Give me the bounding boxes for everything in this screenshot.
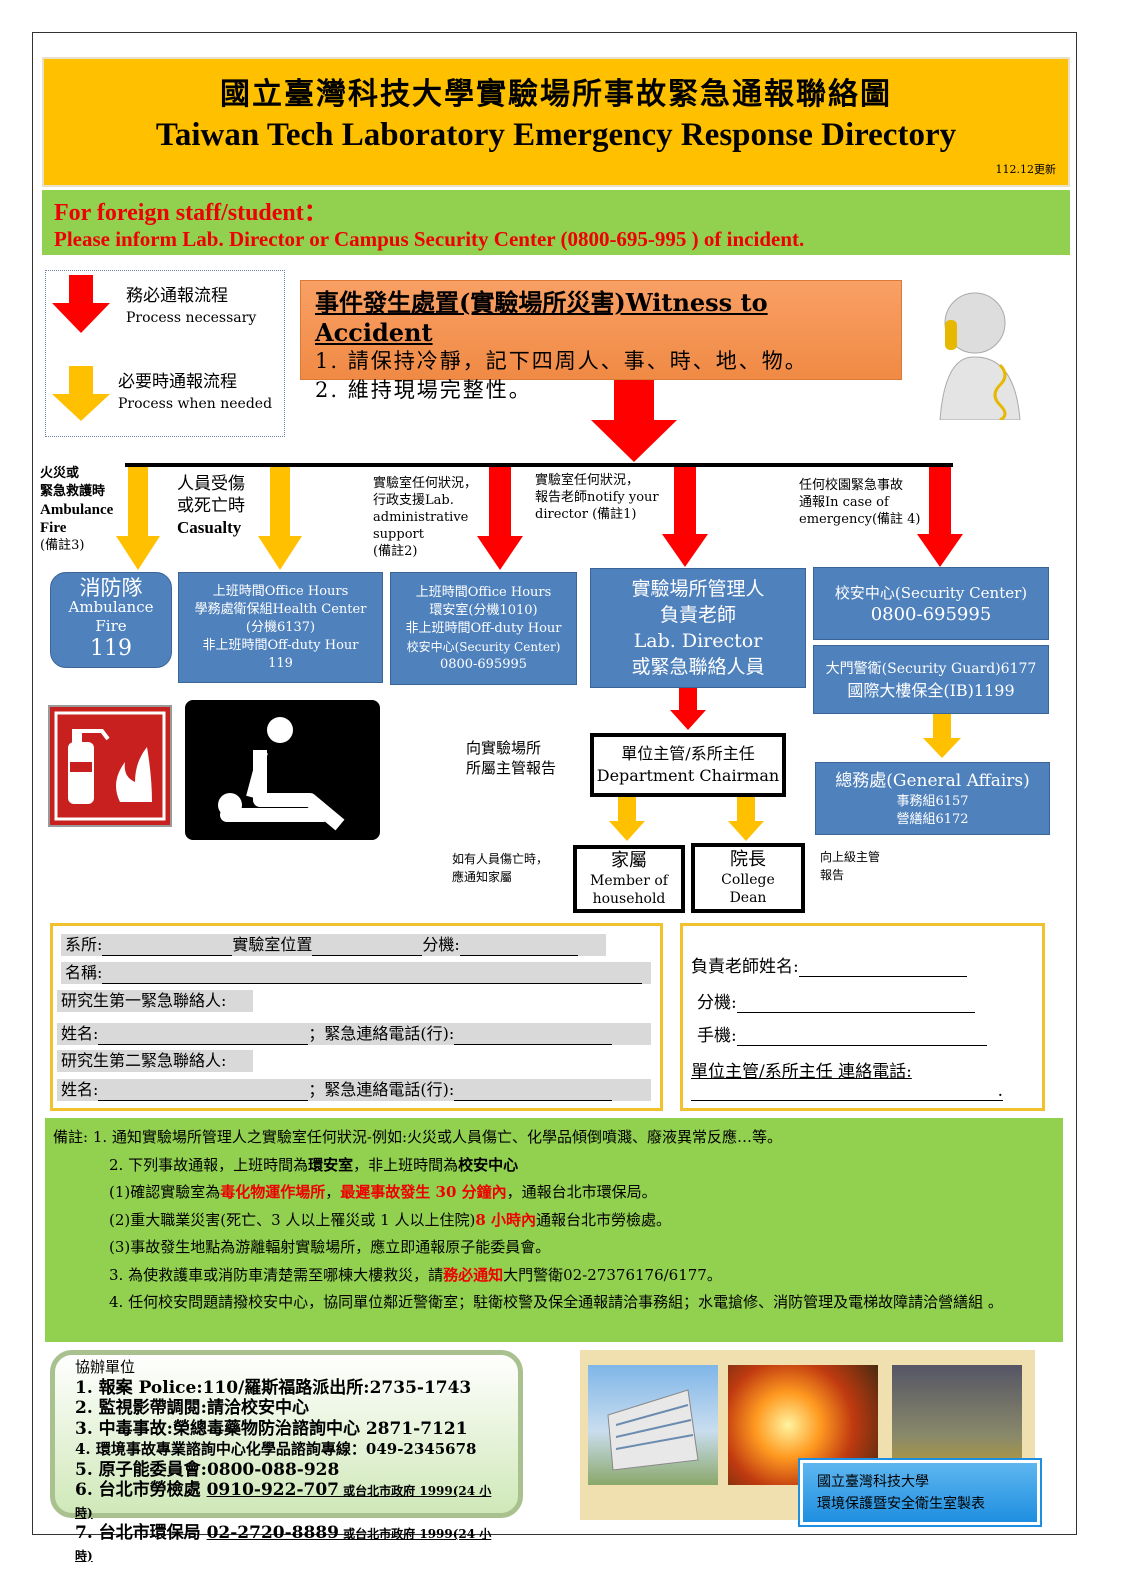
coop-item: 2. 監視影帶調閱:請洽校安中心 xyxy=(75,1398,309,1418)
coop-item: 1. 報案 Police:110/羅斯福路派出所:2735-1743 xyxy=(75,1377,472,1398)
remark-2-1: (1)確認實驗室為毒化物運作場所，最遲事故發生 30 分鐘內，通報台北市環保局。 xyxy=(109,1183,657,1201)
teacher-info-form: 負責老師姓名: 分機: 手機: 單位主管/系所主任 連絡電話: . xyxy=(680,923,1045,1111)
chair-phone-field[interactable]: . xyxy=(691,1081,1003,1101)
name-row: 名稱: xyxy=(61,962,651,984)
cpr-sign-icon xyxy=(185,700,380,840)
lab-info-form: 系所:實驗室位置分機: 名稱: 研究生第一緊急聯絡人: 姓名:；緊急連絡電話(行… xyxy=(50,923,663,1111)
note-report-lab: 向實驗場所所屬主管報告 xyxy=(466,739,557,777)
accident-item: 1. 請保持冷靜，記下四周人、事、時、地、物。 xyxy=(315,349,808,373)
contact2-name-field[interactable] xyxy=(98,1085,309,1101)
teacher-mobile-row: 手機: xyxy=(697,1021,987,1046)
remark-2-3: (3)事故發生地點為游離輻射實驗場所，應立即通報原子能委員會。 xyxy=(109,1238,551,1256)
fire-extinguisher-sign-icon xyxy=(48,705,172,827)
notice-text: Please inform Lab. Director or Campus Se… xyxy=(54,227,805,251)
page-border xyxy=(32,32,1077,1535)
contact1-row: 姓名:；緊急連絡電話(行): xyxy=(57,1023,651,1045)
lab-name-field[interactable] xyxy=(102,968,643,984)
red-arrow-icon xyxy=(662,467,708,567)
teacher-mobile-field[interactable] xyxy=(736,1030,987,1046)
red-arrow-icon xyxy=(670,688,706,730)
coop-item: 5. 原子能委員會:0800-088-928 xyxy=(75,1459,340,1480)
contact1-label: 研究生第一緊急聯絡人: xyxy=(57,990,253,1012)
yellow-arrow-icon xyxy=(728,797,764,841)
coop-item: 6. 台北市勞檢處 0910-922-707 或台北市政府 1999(24 小時… xyxy=(75,1480,492,1520)
remark-2-2: (2)重大職業災害(死亡、3 人以上罹災或 1 人以上住院)8 小時內通報台北市… xyxy=(109,1210,672,1229)
accident-box: 事件發生處置(實驗場所災害)Witness to Accident 1. 請保持… xyxy=(300,280,902,402)
maker-line: 環境保護暨安全衛生室製表 xyxy=(817,1496,985,1512)
phone-person-image xyxy=(920,285,1045,422)
coop-item: 4. 環境事故專業諮詢中心化學品諮詢專線：049-2345678 xyxy=(75,1440,477,1458)
remark-3: 3. 為使救護車或消防車清楚需至哪棟大樓救災，請務必通知大門警衛02-27376… xyxy=(109,1265,722,1284)
ext-field[interactable] xyxy=(459,940,578,956)
security-center-box: 校安中心(Security Center)0800-695995 xyxy=(813,567,1049,640)
remark-4: 4. 任何校安問題請撥校安中心，協同單位鄰近警衛室；駐衛校警及保全通報請洽事務組… xyxy=(109,1293,1003,1311)
dept-field[interactable] xyxy=(102,940,233,956)
updated-date: 112.12更新 xyxy=(995,163,1057,176)
yellow-arrow-icon xyxy=(116,467,160,570)
lab-location-field[interactable] xyxy=(312,940,423,956)
maker-line: 國立臺灣科技大學 xyxy=(817,1474,929,1490)
title-en: Taiwan Tech Laboratory Emergency Respons… xyxy=(155,117,957,153)
title-zh: 國立臺灣科技大學實驗場所事故緊急通報聯絡圖 xyxy=(220,77,892,112)
teacher-ext-row: 分機: xyxy=(697,988,975,1013)
coop-item: 3. 中毒事故:榮總毒藥物防治諮詢中心 2871-7121 xyxy=(75,1418,468,1439)
teacher-row: 負責老師姓名: xyxy=(691,952,967,977)
yellow-arrow-icon xyxy=(609,797,645,841)
teacher-ext-field[interactable] xyxy=(736,997,975,1013)
remarks: 備註: 1. 通知實驗場所管理人之實驗室任何狀況-例如:火災或人員傷亡、化學品傾… xyxy=(45,1118,1063,1342)
yellow-arrow-icon xyxy=(52,366,110,421)
maker-label: 國立臺灣科技大學 環境保護暨安全衛生室製表 xyxy=(800,1460,1040,1525)
red-arrow-icon xyxy=(917,467,963,567)
contact1-name-field[interactable] xyxy=(98,1029,309,1045)
chair-phone-label: 單位主管/系所主任 連絡電話: xyxy=(691,1062,912,1082)
accident-title: 事件發生處置(實驗場所災害)Witness to Accident xyxy=(315,288,768,347)
note-notify-family: 如有人員傷亡時，應通知家屬 xyxy=(452,852,549,884)
campus-building-photo xyxy=(588,1365,718,1485)
distribution-line xyxy=(125,463,953,467)
red-arrow-icon xyxy=(477,467,523,570)
dept-row: 系所:實驗室位置分機: xyxy=(61,934,606,956)
remark-1: 備註: 1. 通知實驗場所管理人之實驗室任何狀況-例如:火災或人員傷亡、化學品傾… xyxy=(53,1128,783,1146)
yellow-arrow-icon xyxy=(923,714,961,758)
contact1-phone-field[interactable] xyxy=(454,1029,613,1045)
notice-title: For foreign staff/student： xyxy=(54,200,328,226)
contact2-phone-field[interactable] xyxy=(454,1085,613,1101)
header: 國立臺灣科技大學實驗場所事故緊急通報聯絡圖 Taiwan Tech Labora… xyxy=(42,57,1070,187)
foreign-notice: For foreign staff/student： Please inform… xyxy=(42,190,1070,255)
red-arrow-icon xyxy=(52,275,110,333)
teacher-name-field[interactable] xyxy=(798,961,967,977)
yellow-arrow-icon xyxy=(258,467,302,570)
coop-title: 協辦單位 xyxy=(75,1358,136,1376)
contact2-row: 姓名:；緊急連絡電話(行): xyxy=(57,1079,651,1101)
accident-item: 2. 維持現場完整性。 xyxy=(315,378,532,402)
coop-item: 7. 台北市環保局 02-2720-8889 或台北市政府 1999(24 小時… xyxy=(75,1523,492,1563)
contact2-label: 研究生第二緊急聯絡人: xyxy=(57,1050,253,1072)
note-report-upper: 向上級主管報告 xyxy=(820,850,881,882)
remark-2: 2. 下列事故通報，上班時間為環安室，非上班時間為校安中心 xyxy=(109,1155,519,1174)
main-red-arrow-icon xyxy=(591,380,677,462)
cooperating-units: 協辦單位 1. 報案 Police:110/羅斯福路派出所:2735-1743 … xyxy=(50,1350,523,1563)
